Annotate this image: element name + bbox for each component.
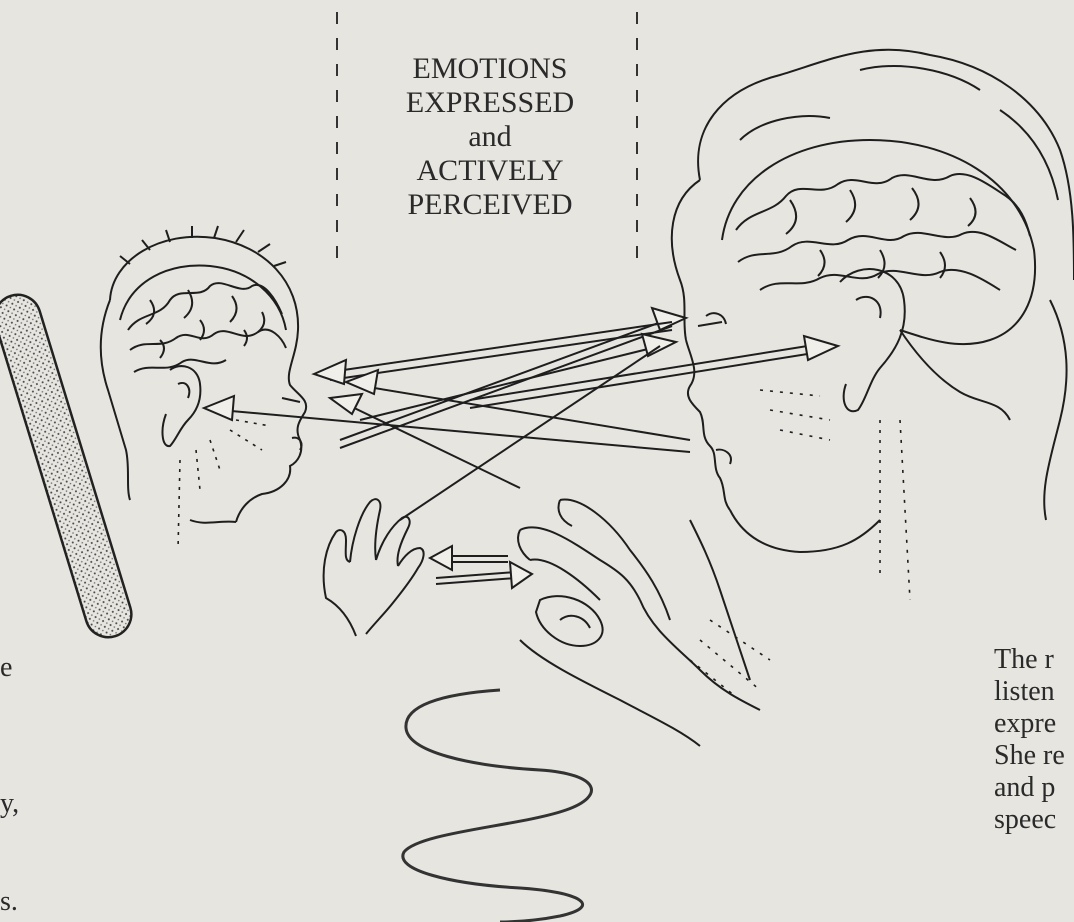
mother-hands bbox=[518, 500, 770, 746]
right-text-line: and p bbox=[994, 772, 1065, 804]
caption-line-3: and bbox=[360, 120, 620, 154]
caption-line-1: EMOTIONS bbox=[360, 52, 620, 86]
left-text-fragment-3: s. bbox=[0, 886, 18, 918]
left-text-fragment-1: e bbox=[0, 652, 12, 684]
sound-spiral bbox=[403, 690, 592, 922]
caption-line-5: PERCEIVED bbox=[360, 188, 620, 222]
left-text-fragment-2: y, bbox=[0, 788, 19, 820]
right-text-line: listen bbox=[994, 676, 1065, 708]
crib-bar bbox=[0, 289, 137, 643]
right-body-text: The r listen expre She re and p speec bbox=[994, 644, 1065, 836]
infant-head-brain bbox=[101, 226, 306, 550]
right-text-line: She re bbox=[994, 740, 1065, 772]
caption-line-2: EXPRESSED bbox=[360, 86, 620, 120]
right-text-line: The r bbox=[994, 644, 1065, 676]
right-text-line: expre bbox=[994, 708, 1065, 740]
mother-head-brain bbox=[672, 50, 1074, 600]
infant-hand bbox=[324, 499, 424, 636]
emotion-arrows bbox=[204, 308, 838, 588]
caption-line-4: ACTIVELY bbox=[360, 154, 620, 188]
right-text-line: speec bbox=[994, 804, 1065, 836]
diagram-caption: EMOTIONS EXPRESSED and ACTIVELY PERCEIVE… bbox=[360, 52, 620, 222]
